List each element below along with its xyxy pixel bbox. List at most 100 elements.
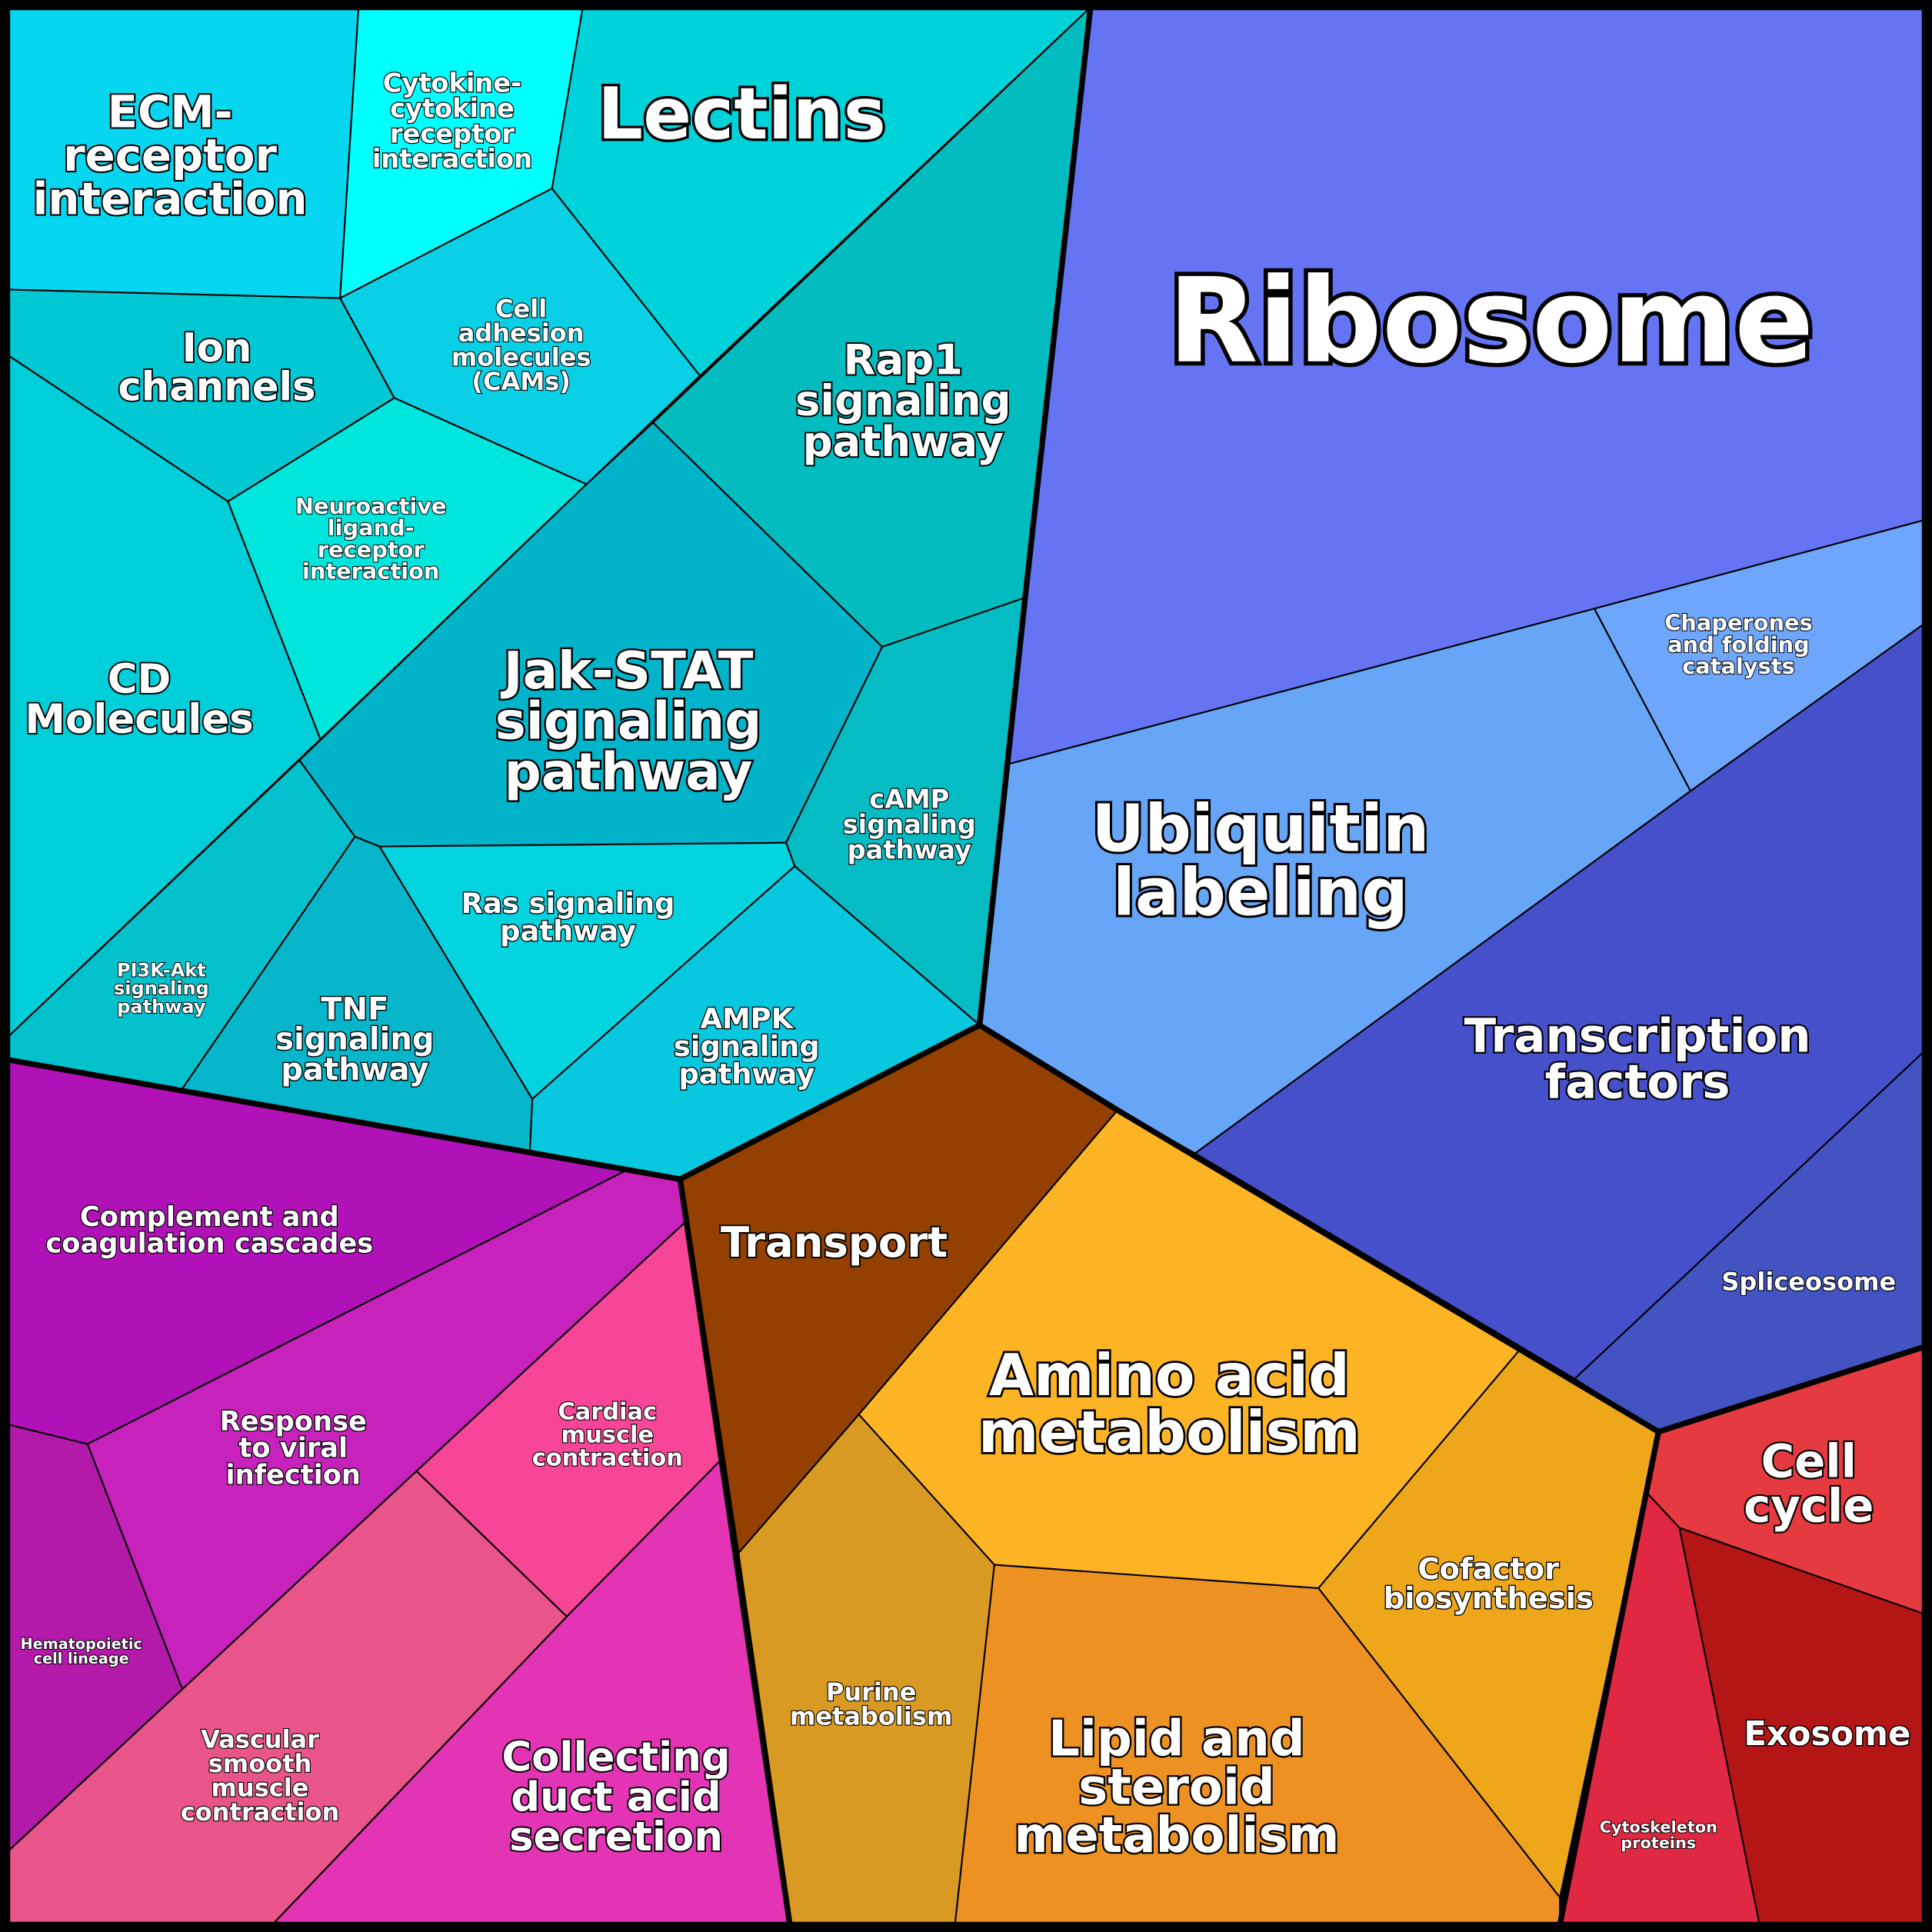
label-line: smooth [208, 1749, 312, 1778]
label-line: Neuroactive [295, 493, 447, 519]
label-line: metabolism [978, 1398, 1361, 1466]
label-line: contraction [181, 1797, 340, 1827]
label-line: PI3K-Akt [117, 960, 206, 981]
label-line: pathway [281, 1052, 428, 1088]
label-ribosome: Ribosome [1168, 253, 1814, 389]
label-line: signaling [843, 810, 976, 840]
label-line: signaling [495, 691, 762, 751]
label-line: channels [118, 364, 315, 410]
label-line: Exosome [1744, 1715, 1910, 1754]
label-line: Hematopoietic [21, 1635, 142, 1653]
label-line: Amino acid [989, 1341, 1350, 1409]
label-line: pathway [803, 417, 1004, 466]
label-line: (CAMs) [471, 367, 571, 396]
label-line: Ribosome [1168, 253, 1814, 389]
label-line: Cell [495, 295, 547, 324]
label-line: pathway [678, 1058, 814, 1091]
label-line: signaling [674, 1030, 820, 1063]
label-line: Lipid and [1048, 1711, 1305, 1768]
label-line: secretion [509, 1814, 723, 1860]
label-line: Cell [1761, 1435, 1857, 1488]
label-line: labeling [1113, 855, 1408, 931]
label-line: TNF [321, 991, 388, 1027]
label-line: AMPK [700, 1002, 794, 1035]
label-line: interaction [33, 173, 308, 225]
label-line: Response [220, 1406, 367, 1437]
label-line: Jak-STAT [501, 641, 754, 701]
label-line: metabolism [1014, 1807, 1340, 1864]
label-transport: Transport [721, 1217, 948, 1267]
label-line: pathway [117, 996, 206, 1018]
label-line: muscle [212, 1773, 309, 1802]
label-line: adhesion [458, 318, 585, 348]
label-lectins: Lectins [598, 72, 886, 155]
label-line: receptor [318, 536, 425, 562]
label-line: interaction [372, 144, 532, 174]
label-spliceosome: Spliceosome [1721, 1267, 1896, 1296]
label-line: Complement and [80, 1201, 339, 1233]
label-line: Ubiquitin [1091, 791, 1429, 867]
label-line: Chaperones [1664, 610, 1813, 636]
label-line: receptor [390, 118, 515, 148]
label-line: CD [108, 656, 172, 703]
label-line: duct acid [511, 1774, 721, 1820]
label-line: Cytoskeleton [1600, 1818, 1717, 1837]
label-line: cell lineage [34, 1650, 129, 1667]
label-line: Rap1 [844, 335, 964, 384]
label-line: Transcription [1464, 1009, 1811, 1064]
label-line: catalysts [1682, 653, 1795, 679]
label-line: Cofactor [1417, 1552, 1559, 1587]
label-line: infection [226, 1459, 361, 1491]
label-line: coagulation cascades [45, 1227, 373, 1259]
label-line: ligand- [328, 515, 415, 541]
label-line: Collecting [501, 1734, 730, 1780]
label-line: steroid [1078, 1759, 1275, 1816]
label-line: Cytokine- [383, 68, 521, 98]
label-line: receptor [63, 129, 277, 182]
label-line: cytokine [390, 93, 515, 123]
label-line: biosynthesis [1384, 1581, 1594, 1616]
label-line: signaling [275, 1022, 434, 1058]
label-line: contraction [532, 1444, 683, 1471]
label-line: cAMP [869, 784, 949, 814]
label-line: ECM- [108, 86, 233, 138]
label-line: molecules [451, 342, 591, 371]
label-line: cycle [1744, 1480, 1874, 1533]
label-line: Lectins [598, 72, 886, 155]
label-line: muscle [561, 1421, 655, 1448]
label-line: Ion [182, 325, 252, 371]
label-exosome: Exosome [1744, 1715, 1910, 1754]
label-line: metabolism [790, 1702, 952, 1731]
label-line: interaction [302, 558, 439, 585]
label-line: Vascular [201, 1725, 319, 1754]
label-line: to viral [238, 1433, 348, 1464]
label-line: pathway [505, 742, 753, 802]
label-line: Cardiac [558, 1399, 657, 1426]
